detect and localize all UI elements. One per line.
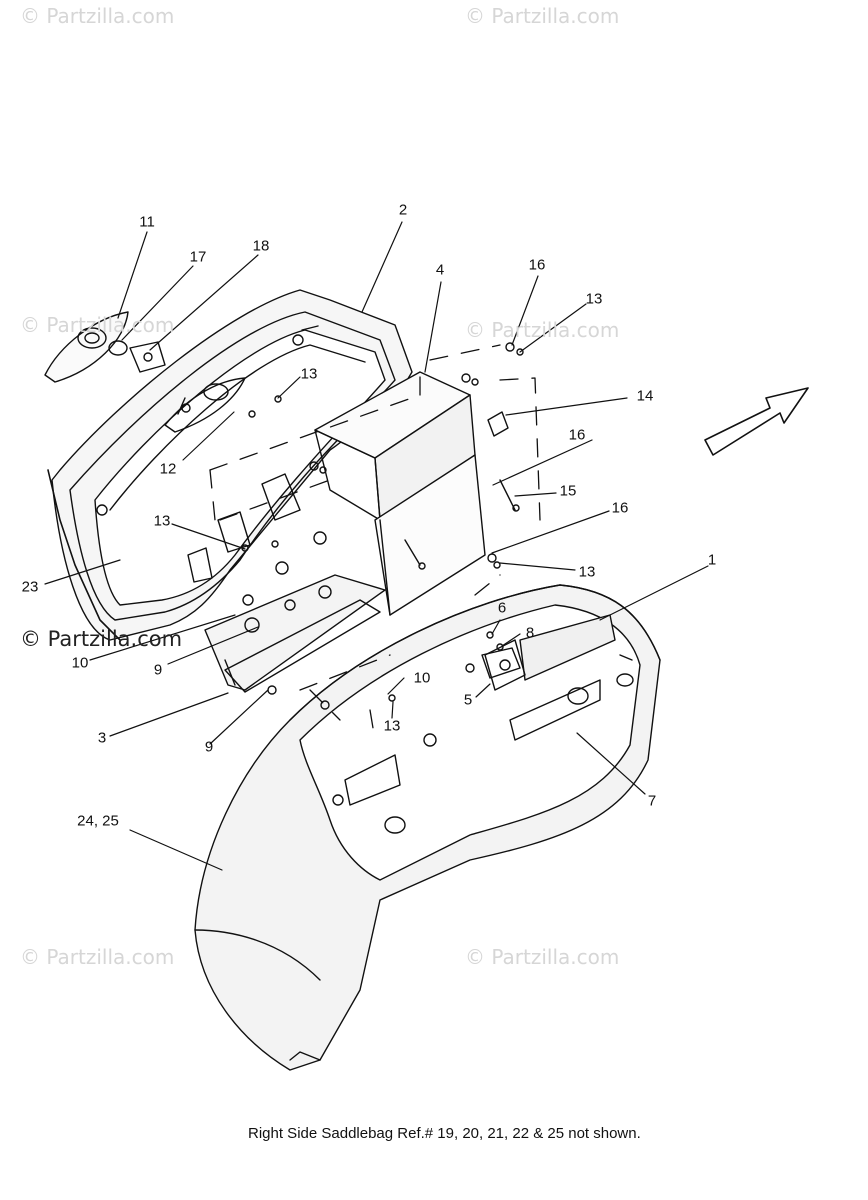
watermark-prominent: © Partzilla.com [20,627,183,651]
watermark: © Partzilla.com [465,4,620,28]
callout-label: 18 [252,237,270,255]
hinge-cover-block [314,371,486,616]
callout-label: 9 [153,661,163,679]
saddlebag-lid [47,289,413,641]
assembly-dashed-lines [209,344,541,741]
callout-label: 12 [159,460,177,478]
emblem-badge [44,311,166,383]
hinge-plate [204,531,386,693]
callout-label: 17 [189,248,207,266]
callout-label: 13 [578,563,596,581]
callout-label: 1 [707,551,717,569]
watermark: © Partzilla.com [465,318,620,342]
watermark: © Partzilla.com [20,313,175,337]
watermark: © Partzilla.com [465,945,620,969]
callout-label: 9 [204,738,214,756]
callout-label: 5 [463,691,473,709]
callout-label: 10 [71,654,89,672]
callout-label: 10 [413,669,431,687]
callout-label: 13 [585,290,603,308]
watermark: © Partzilla.com [20,4,175,28]
callout-label: 7 [647,792,657,810]
callout-label: 14 [636,387,654,405]
watermark: © Partzilla.com [20,945,175,969]
saddlebag-body [194,584,661,1071]
callout-label: 2 [398,201,408,219]
callout-label: 8 [525,624,535,642]
callout-label: 4 [435,261,445,279]
callout-label: 11 [139,213,155,231]
callout-label: 16 [528,256,546,274]
callout-label: 6 [497,599,507,617]
fasteners [177,325,524,702]
callout-label: 24, 25 [77,812,119,830]
callout-label: 13 [300,365,318,383]
callout-label: 23 [21,578,39,596]
callout-label: 16 [568,426,586,444]
callout-label: 3 [97,729,107,747]
callout-label: 13 [153,512,171,530]
callout-leader-lines [44,221,709,871]
callout-label: 16 [611,499,629,517]
callout-label: 13 [383,717,401,735]
callout-label: 15 [559,482,577,500]
forward-direction-arrow [704,387,809,456]
diagram-footnote: Right Side Saddlebag Ref.# 19, 20, 21, 2… [248,1125,641,1142]
